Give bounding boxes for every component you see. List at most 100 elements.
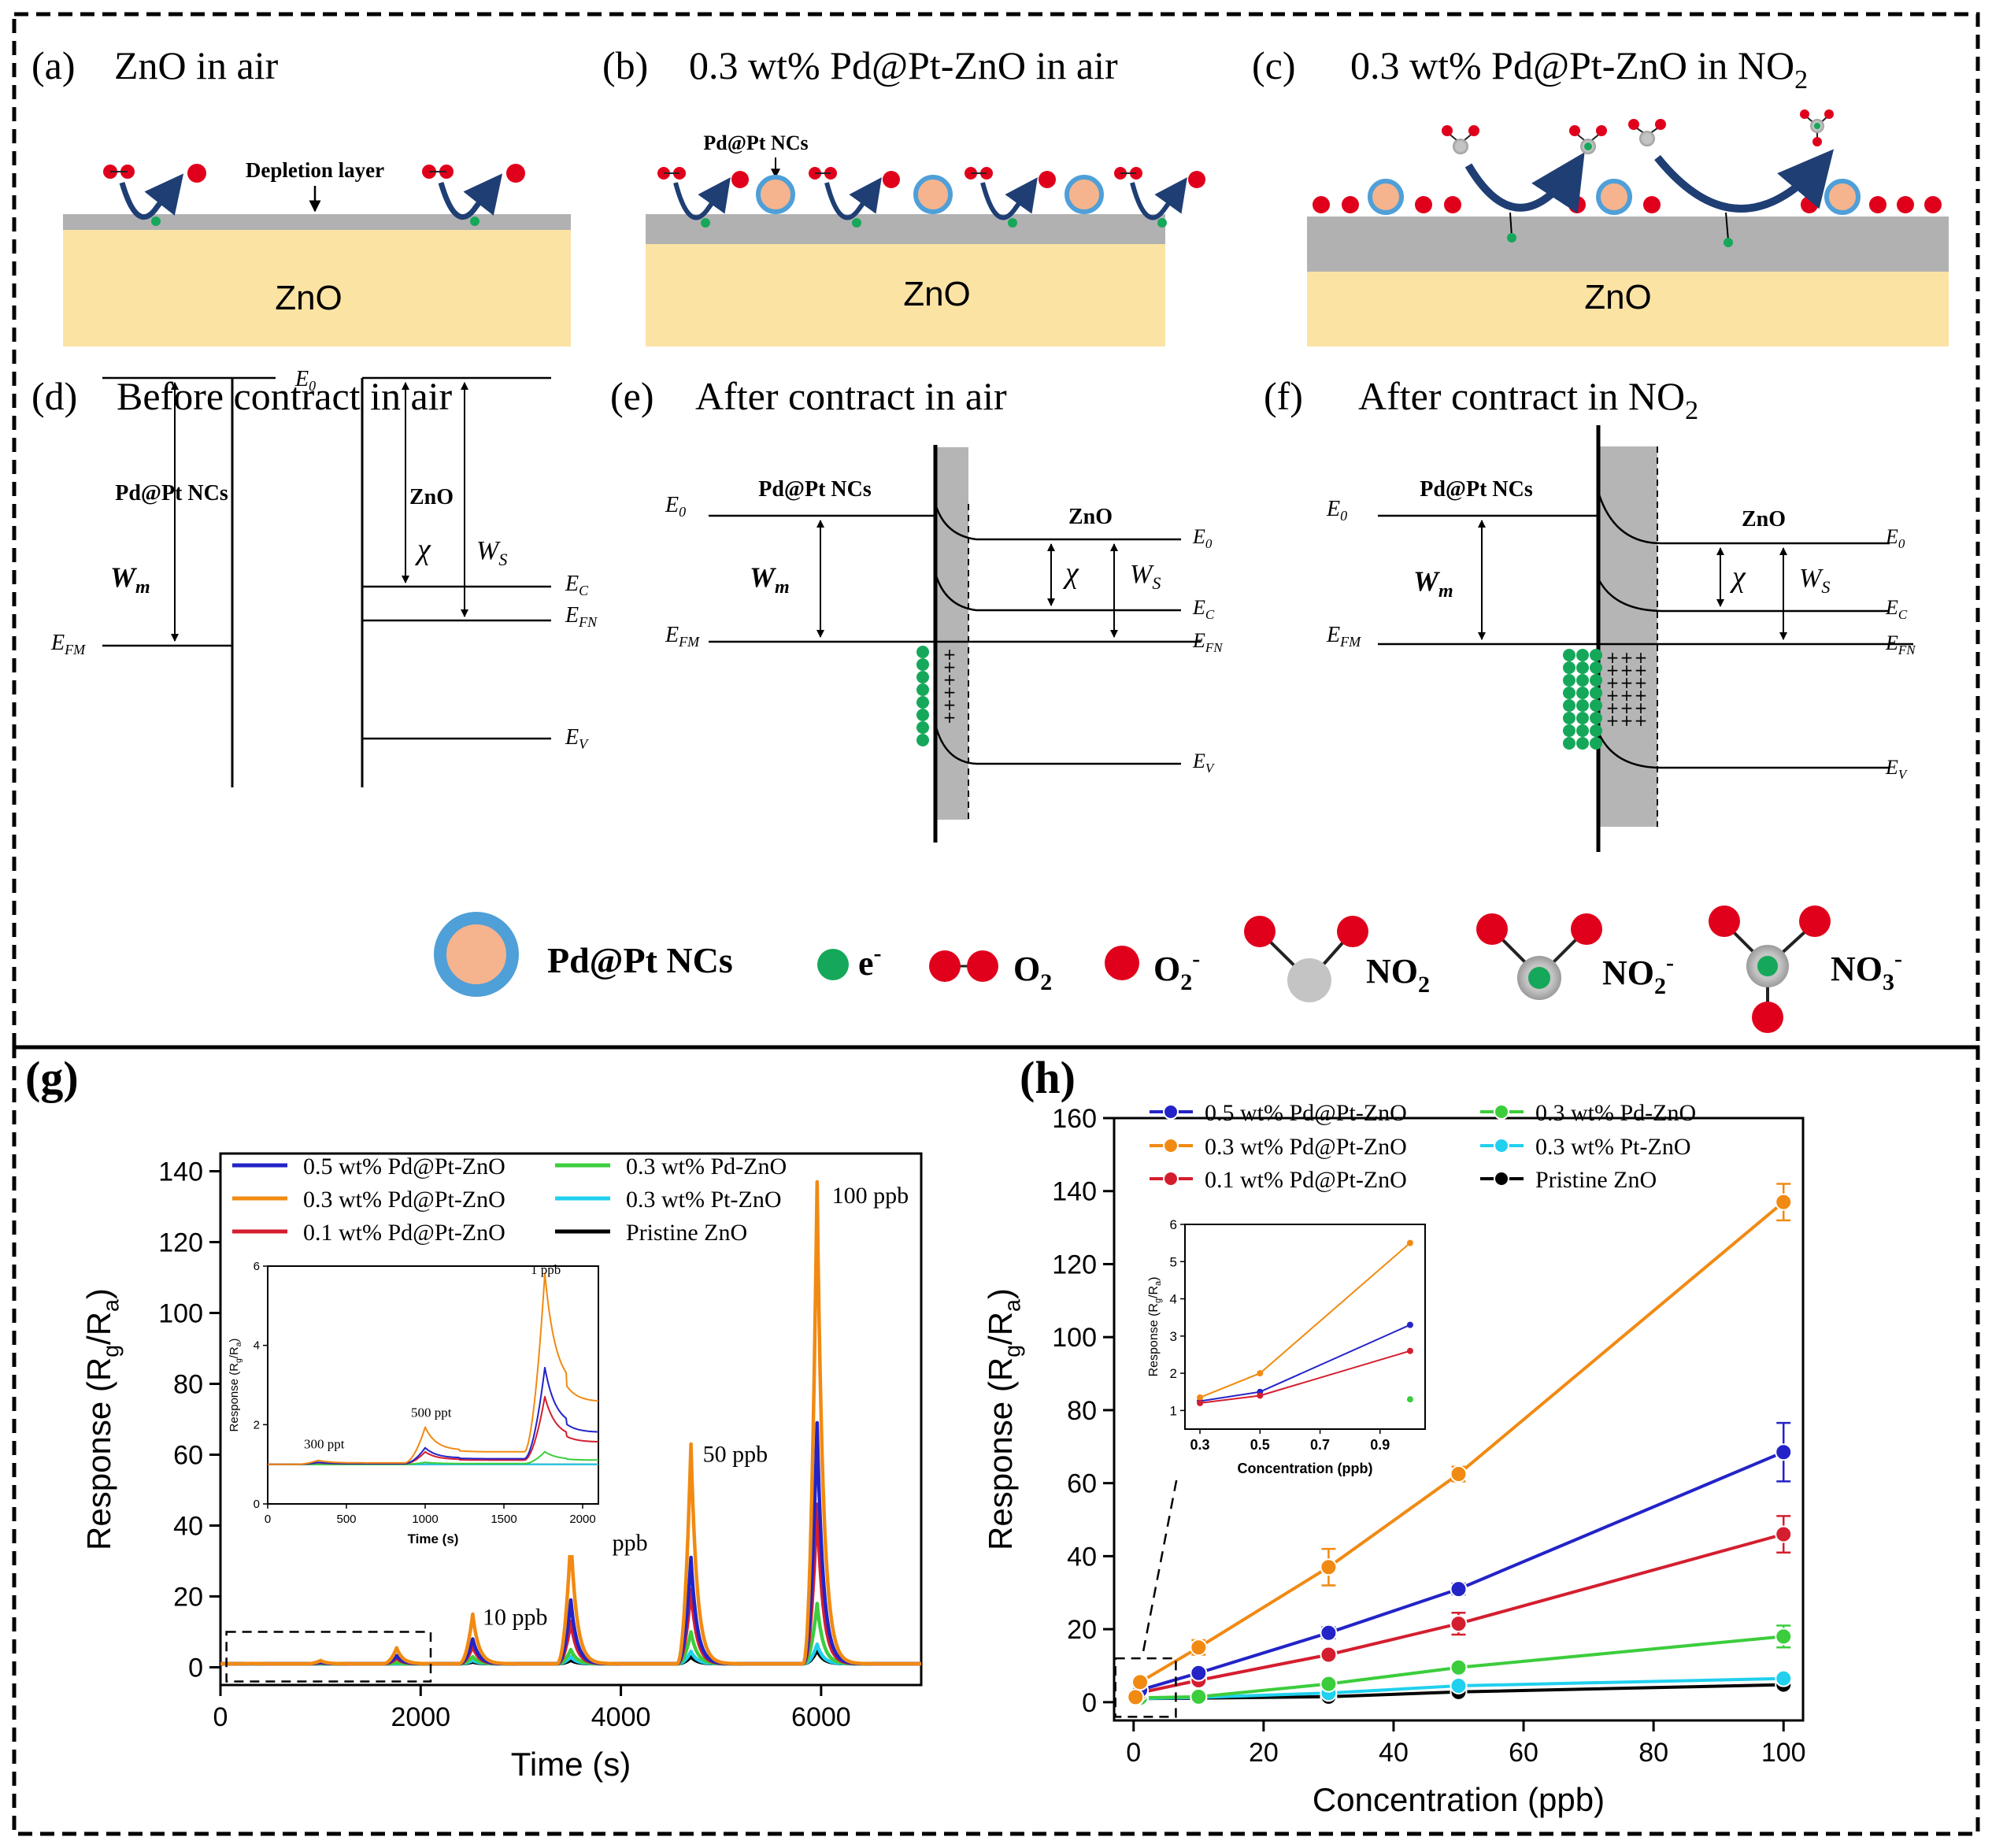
data-point xyxy=(1320,1558,1338,1576)
ec-symbol-d: EC xyxy=(565,572,589,598)
y-tick-label: 40 xyxy=(1067,1542,1097,1572)
positive-charge: + xyxy=(943,683,957,702)
zno-block-a xyxy=(63,230,571,346)
panel-c-title: 0.3 wt% Pd@Pt-ZnO in NO2 xyxy=(1350,43,1808,94)
depletion-layer-c xyxy=(1307,217,1949,272)
panel-d-title: Before contract in air xyxy=(117,374,453,418)
wm-symbol-d: Wm xyxy=(110,561,150,598)
depletion-layer-b xyxy=(646,214,1165,244)
electron-dot xyxy=(916,683,929,696)
electron-dot xyxy=(1590,737,1602,750)
inset-x-tick-label: 1500 xyxy=(491,1513,517,1526)
svg-text:WS: WS xyxy=(1799,564,1830,597)
inset-data-point xyxy=(1406,1239,1413,1246)
svg-text:E0: E0 xyxy=(1885,525,1905,551)
panel-f: (f) After contract in NO2 Pd@Pt NCs ZnO … xyxy=(1264,374,1916,852)
y-tick-label: 120 xyxy=(158,1228,203,1258)
depletion-layer-a xyxy=(63,214,571,230)
electron-dot xyxy=(1576,712,1589,724)
positive-charge: + xyxy=(1620,686,1634,705)
legend-marker xyxy=(1163,1104,1179,1120)
inset-y-tick-label: 6 xyxy=(254,1260,260,1273)
positive-charge: + xyxy=(1606,698,1620,717)
panel-c-label: (c) xyxy=(1252,43,1296,87)
electron-dot xyxy=(1590,674,1602,687)
electron-accumulation-f xyxy=(1563,649,1602,750)
svg-text:EC: EC xyxy=(1885,596,1908,622)
zno-block-b xyxy=(646,244,1165,346)
panel-e: (e) After contract in air Pd@Pt NCs ZnO … xyxy=(610,374,1224,843)
y-tick-label: 100 xyxy=(1052,1323,1097,1353)
svg-text:χ: χ xyxy=(1062,557,1079,590)
data-point xyxy=(1450,1615,1468,1633)
svg-text:EV: EV xyxy=(1885,756,1909,782)
legend-label: 0.5 wt% Pd@Pt-ZnO xyxy=(1205,1100,1407,1126)
positive-charge: + xyxy=(943,708,957,727)
legend-label: 0.1 wt% Pd@Pt-ZnO xyxy=(1205,1167,1407,1193)
positive-charge: + xyxy=(1606,673,1620,692)
data-point xyxy=(1450,1580,1468,1598)
svg-text:EFM: EFM xyxy=(1326,623,1361,650)
panel-e-title: After contract in air xyxy=(695,374,1007,418)
panel-f-label: (f) xyxy=(1264,374,1303,418)
inset-x-tick-label: 0 xyxy=(265,1513,271,1526)
metal-label-f: Pd@Pt NCs xyxy=(1420,477,1533,502)
inset-x-tick-label: 500 xyxy=(336,1513,356,1526)
zoom-box-h xyxy=(1114,1657,1177,1718)
electron-dot xyxy=(1576,649,1589,661)
positive-charge: + xyxy=(943,670,957,689)
efm-symbol-d: EFM xyxy=(50,631,86,657)
efn-symbol-d: EFN xyxy=(565,603,598,630)
electron-dot xyxy=(1590,661,1602,674)
y-tick-label: 80 xyxy=(173,1370,203,1400)
panel-g-label: (g) xyxy=(25,1052,79,1103)
annotation-label: 10 ppb xyxy=(483,1605,548,1631)
y-axis-label-g: Response (Rg/Ra) xyxy=(80,1288,124,1550)
svg-text:WS: WS xyxy=(1130,560,1161,593)
plot-frame-g xyxy=(219,1152,923,1687)
electron-dot xyxy=(916,646,929,658)
x-tick-label: 2000 xyxy=(391,1702,450,1732)
legend-marker xyxy=(1163,1171,1179,1187)
legend-no3minus-icon xyxy=(1709,905,1831,1033)
inset-annotation: 1 ppb xyxy=(531,1262,561,1277)
zoom-arrow-h xyxy=(1142,1455,1185,1652)
panel-b: (b) 0.3 wt% Pd@Pt-ZnO in air ZnO Pd@Pt N… xyxy=(602,43,1205,346)
data-point xyxy=(1131,1673,1150,1691)
electron-dot xyxy=(916,709,929,721)
adsorption-events-b xyxy=(657,167,1205,228)
legend-marker xyxy=(1163,1138,1179,1154)
positive-charge: + xyxy=(943,657,957,676)
legend-label: 0.3 wt% Pd-ZnO xyxy=(626,1154,787,1180)
inset-x-tick-label: 0.5 xyxy=(1250,1437,1270,1453)
nc-label-b: Pd@Pt NCs xyxy=(703,131,808,154)
semi-label-e: ZnO xyxy=(1068,505,1113,529)
legend-label: 0.3 wt% Pd-ZnO xyxy=(1535,1100,1696,1126)
x-tick-label: 80 xyxy=(1638,1738,1668,1768)
inset-y-tick-label: 4 xyxy=(254,1339,260,1353)
positive-charge: + xyxy=(1606,711,1620,730)
electron-dot xyxy=(916,696,929,709)
legend-label: 0.3 wt% Pt-ZnO xyxy=(1535,1134,1691,1160)
data-point xyxy=(1127,1688,1145,1706)
data-point xyxy=(1190,1664,1208,1682)
y-tick-label: 20 xyxy=(1067,1615,1097,1645)
electron-dot xyxy=(1576,674,1589,687)
legend-nc-label: Pd@Pt NCs xyxy=(547,940,733,980)
panel-a-title: ZnO in air xyxy=(114,43,279,87)
legend-label: 0.3 wt% Pd@Pt-ZnO xyxy=(1205,1134,1407,1160)
x-tick-label: 20 xyxy=(1249,1738,1279,1768)
electron-dot xyxy=(1563,724,1575,737)
svg-text:EFN: EFN xyxy=(1885,631,1916,657)
inset-x-tick-label: 2000 xyxy=(569,1513,595,1526)
electron-dot xyxy=(1576,687,1589,699)
positive-charges-e: ++++++ xyxy=(943,645,957,727)
species-legend: Pd@Pt NCs e- O2 O2- NO2 NO2- NO3- xyxy=(434,905,1902,1033)
data-point xyxy=(1775,1443,1793,1461)
positive-charge: + xyxy=(1635,673,1648,692)
electron-accumulation-e xyxy=(916,646,929,746)
x-tick-label: 0 xyxy=(213,1702,228,1732)
legend-label: 0.3 wt% Pt-ZnO xyxy=(626,1187,782,1213)
